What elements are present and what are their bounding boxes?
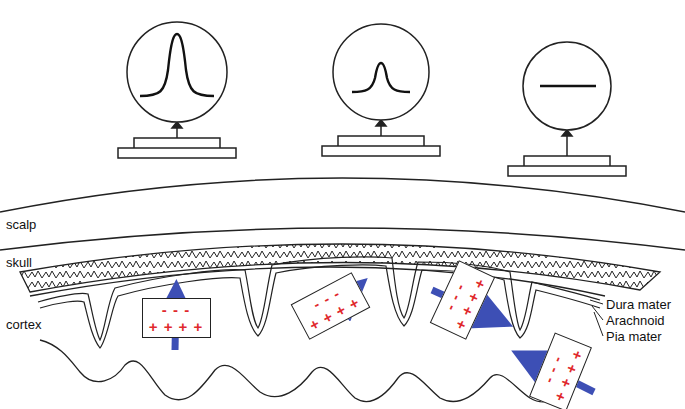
arachnoid-line [38,257,600,340]
pia-line [40,265,600,348]
leader-line [590,300,603,304]
charge-signs: - - - [162,302,190,317]
membrane-label: Pia mater [606,330,662,343]
leader-line [594,312,603,336]
scalp-line [0,178,685,212]
electrodes [118,22,626,176]
waveforms [140,34,596,96]
dipole-box: - - -+ + + + [529,333,592,409]
layer-label: scalp [6,218,36,231]
dipole-arrows [175,290,594,392]
cortex-boundary [40,340,575,402]
dipole-box: - - - + + + + [142,298,211,338]
leader-line [592,306,603,320]
charge-signs: + + + + [149,319,204,334]
dipole-box: - - -+ + + + [290,272,370,340]
layer-label: cortex [6,318,41,331]
membrane-label: Dura mater [606,298,671,311]
membrane-label: Arachnoid [606,314,665,327]
layer-label: skull [6,256,32,269]
dipole-box: - - -+ + + + [429,260,494,339]
